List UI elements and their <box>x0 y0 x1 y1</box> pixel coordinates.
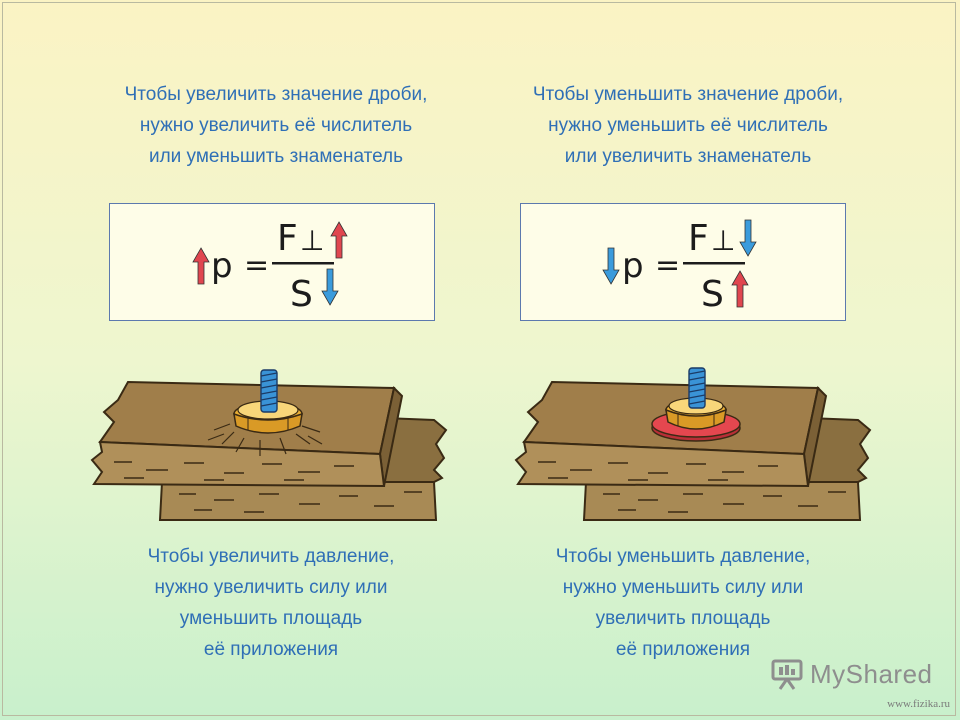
formula-decrease: p = F ⊥ S <box>602 218 757 315</box>
fraction-bar <box>272 262 334 265</box>
formula-box-decrease: p = F ⊥ S <box>520 203 846 321</box>
rule-line: Чтобы уменьшить значение дроби, <box>532 84 844 105</box>
formula-increase: p = F ⊥ S <box>192 218 348 315</box>
conclusion-line: Чтобы уменьшить давление, <box>555 546 811 567</box>
presentation-board-icon <box>771 659 803 690</box>
upper-plank <box>90 380 404 488</box>
formula-equals: = <box>655 248 680 283</box>
conclusion-line: Чтобы увеличить давление, <box>147 546 395 567</box>
rule-line: или уменьшить знаменатель <box>148 146 404 167</box>
conclusion-line: нужно увеличить силу или <box>154 577 388 598</box>
rule-decrease-fraction: Чтобы уменьшить значение дроби, нужно ум… <box>478 79 898 172</box>
conclusion-line: её приложения <box>615 639 751 660</box>
rule-line: нужно уменьшить её числитель <box>548 115 828 136</box>
rule-increase-fraction: Чтобы увеличить значение дроби, нужно ув… <box>66 79 486 172</box>
rule-line: или увеличить знаменатель <box>564 146 812 167</box>
bolt-icon <box>688 367 706 409</box>
conclusion-line: её приложения <box>203 639 339 660</box>
arrow-denominator-icon <box>731 270 749 308</box>
source-site: www.fizika.ru <box>887 698 950 710</box>
formula-box-increase: p = F ⊥ S <box>109 203 435 321</box>
formula-numerator: F <box>277 218 298 259</box>
formula-equals: = <box>244 248 269 283</box>
brand-name: MyShared <box>810 658 933 689</box>
formula-lhs: p <box>211 246 233 286</box>
formula-perp: ⊥ <box>711 224 735 257</box>
pressure-cracks <box>207 423 323 456</box>
rule-line: нужно увеличить её числитель <box>139 115 413 136</box>
rule-line: Чтобы увеличить значение дроби, <box>124 84 428 105</box>
nut-icon <box>665 397 727 430</box>
arrow-numerator-icon <box>330 221 348 259</box>
formula-perp: ⊥ <box>300 224 324 257</box>
board-scene-with-washer <box>514 367 872 521</box>
bolt-icon <box>260 369 278 413</box>
formula-denominator: S <box>701 274 724 315</box>
conclusion-decrease-pressure: Чтобы уменьшить давление, нужно уменьшит… <box>473 541 893 665</box>
arrow-p-icon <box>602 247 620 285</box>
lower-plank <box>582 416 872 521</box>
conclusion-line: нужно уменьшить силу или <box>562 577 804 598</box>
myshared-logo: MyShared <box>770 654 933 694</box>
arrow-denominator-icon <box>321 268 339 306</box>
formula-denominator: S <box>290 274 313 315</box>
formula-lhs: p <box>622 246 644 286</box>
board-scene-no-washer <box>90 369 448 521</box>
fraction-bar <box>683 262 745 265</box>
conclusion-line: уменьшить площадь <box>179 608 363 629</box>
conclusion-increase-pressure: Чтобы увеличить давление, нужно увеличит… <box>61 541 481 665</box>
lower-plank <box>158 416 448 521</box>
conclusion-line: увеличить площадь <box>595 608 771 629</box>
arrow-numerator-icon <box>739 219 757 257</box>
formula-numerator: F <box>688 218 709 259</box>
arrow-p-icon <box>192 247 210 285</box>
